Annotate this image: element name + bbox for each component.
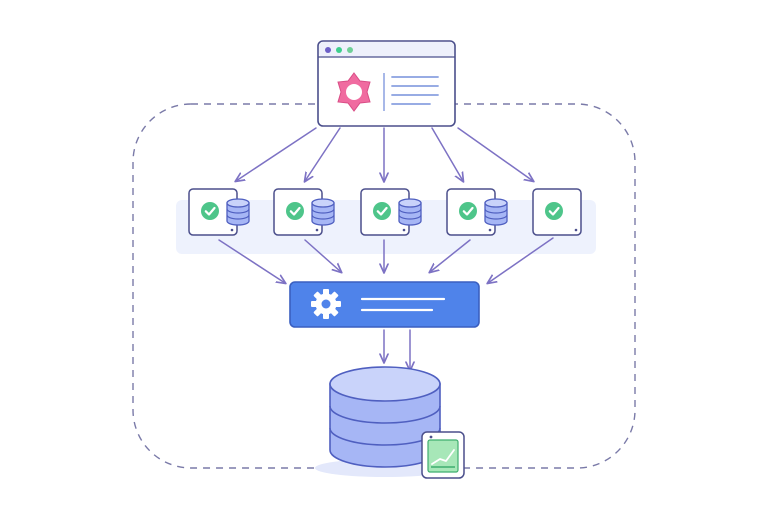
service-nodes bbox=[188, 188, 582, 236]
storage-database[interactable] bbox=[315, 366, 455, 477]
check-circle-icon bbox=[286, 202, 304, 220]
processor-bar[interactable] bbox=[289, 281, 480, 328]
service-node-card[interactable] bbox=[532, 188, 582, 236]
window-text-lines bbox=[391, 76, 439, 105]
chart-icon bbox=[431, 449, 455, 468]
database-icon bbox=[398, 198, 422, 226]
flower-logo-icon bbox=[337, 72, 371, 112]
window-dot-2 bbox=[336, 47, 342, 53]
system-boundary bbox=[132, 103, 636, 469]
window-dot-1 bbox=[325, 47, 331, 53]
processor-text-lines bbox=[360, 297, 446, 312]
service-node-card[interactable] bbox=[360, 188, 422, 236]
edges-group bbox=[218, 127, 554, 370]
check-circle-icon bbox=[545, 202, 563, 220]
flow-arrow bbox=[488, 237, 554, 283]
source-app-window[interactable] bbox=[317, 40, 456, 127]
gear-icon bbox=[311, 289, 341, 319]
window-dot-3 bbox=[347, 47, 353, 53]
database-icon bbox=[226, 198, 250, 226]
flow-arrow bbox=[304, 239, 341, 272]
flow-arrow bbox=[457, 127, 533, 181]
check-circle-icon bbox=[459, 202, 477, 220]
service-node-card[interactable] bbox=[446, 188, 508, 236]
database-icon bbox=[484, 198, 508, 226]
service-node-card[interactable] bbox=[273, 188, 335, 236]
flow-arrow bbox=[430, 239, 471, 272]
flow-arrow bbox=[305, 127, 341, 181]
check-circle-icon bbox=[201, 202, 219, 220]
flow-arrow bbox=[431, 127, 463, 181]
database-icon bbox=[311, 198, 335, 226]
check-circle-icon bbox=[373, 202, 391, 220]
chart-badge[interactable] bbox=[421, 431, 465, 479]
flow-arrow bbox=[236, 127, 317, 181]
service-node-card[interactable] bbox=[188, 188, 250, 236]
flow-arrow bbox=[218, 239, 285, 283]
